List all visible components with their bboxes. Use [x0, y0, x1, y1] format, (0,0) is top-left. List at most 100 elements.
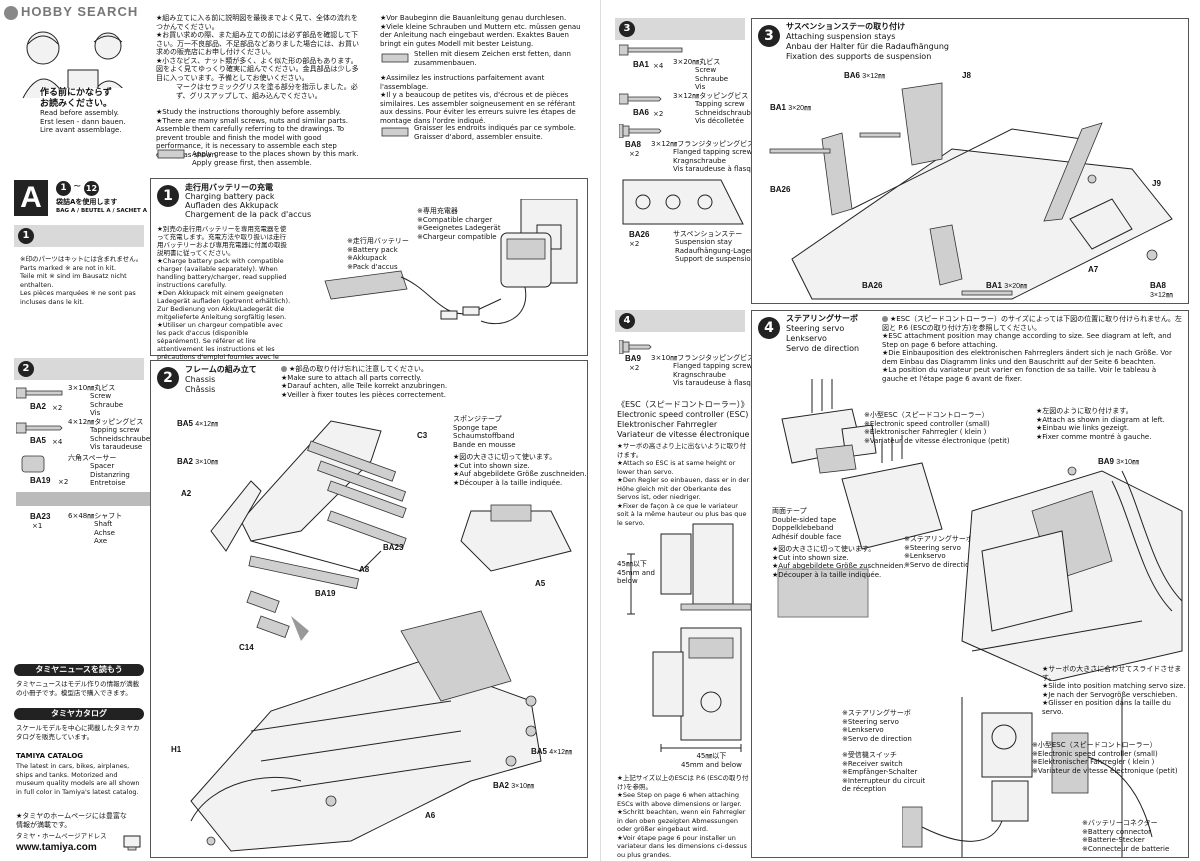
a2-label: A2	[181, 489, 192, 498]
grease-mark-fr-icon	[381, 127, 409, 137]
ba6-code: BA6	[633, 108, 650, 117]
grease-fr: Graisser les endroits indiqués par ce sy…	[414, 124, 576, 141]
shaft-ba23-icon	[16, 492, 156, 506]
catalog-en: The latest in cars, bikes, airplanes, sh…	[16, 762, 140, 796]
bag-a-header: A 1 ~ 12 袋詰Aを使用します BAG A / BEUTEL A / SA…	[14, 180, 147, 216]
esc-tape-illustration	[777, 379, 943, 618]
computer-icon	[123, 835, 141, 851]
a8-label: A8	[359, 565, 370, 574]
catalog-header: タミヤカタログ	[14, 708, 144, 720]
slide-note: ★サーボの大きさに合わせてスライドさせます。 ★Slide into posit…	[1042, 665, 1186, 716]
grease-mark-de-icon	[381, 53, 409, 63]
ba2-size: 3×10㎜丸ビス	[68, 384, 116, 392]
esc-text: ★サーボの高さより上に出ないように取り付けます。 ★Attach so ESC …	[617, 442, 750, 527]
step3-num: 3	[758, 25, 780, 47]
news-header: タミヤニュースを読もう	[14, 664, 144, 676]
homepage-label: タミヤ・ホームページアドレス	[16, 832, 107, 840]
attach-left-note: ★左図のように取り付けます。 ★Attach as shown in diagr…	[1036, 407, 1165, 441]
intro-jp-notes: ★組み立てに入る前に説明図を最後までよく見て、全体の流れをつかんでください。 ★…	[156, 14, 359, 82]
ba1-step3-lower-label: BA1 3×20㎜	[986, 281, 1028, 290]
esc-title-jp: 《ESC（スピードコントローラー）》	[617, 400, 749, 409]
ba9-size: 3×10㎜フランジタッピングビス	[651, 354, 755, 362]
receiver-esc-illustration	[902, 697, 1153, 857]
h1-label: H1	[171, 745, 182, 754]
step1-parts-num: 1	[18, 228, 34, 244]
step3-parts-header	[615, 18, 745, 40]
homepage-url[interactable]: www.tamiya.com	[16, 842, 97, 853]
step3-title-fr: Fixation des supports de suspension	[786, 52, 932, 61]
step2-parts-header	[14, 358, 144, 380]
step1-title-jp: 走行用バッテリーの充電	[185, 183, 273, 192]
suspension-stay-ba26-icon	[622, 179, 744, 225]
caution-dot-step4-icon	[882, 316, 888, 322]
esc-size-note: ★上記サイズ以上のESCは P.6 (ESCの取り付け)を参照。 ★See St…	[617, 774, 749, 859]
ba26-code: BA26	[629, 230, 650, 239]
ba5-names: Tapping screw Schneidschraube Vis taraud…	[90, 426, 151, 451]
j8-label: J8	[962, 71, 971, 80]
ba2-qty: ×2	[52, 404, 63, 412]
ba6-step3-label: BA6 3×12㎜	[844, 71, 886, 80]
a7-label: A7	[1088, 265, 1099, 274]
sponge-label: スポンジテープ Sponge tape Schaumstoffband Band…	[453, 415, 516, 449]
ba23-size: 6×48㎜シャフト	[68, 512, 123, 520]
step1-title-fr: Chargement de la pack d'accus	[185, 210, 312, 219]
ba2-upper-label: BA2 3×10㎜	[177, 457, 219, 466]
ba19-qty: ×2	[58, 478, 69, 486]
ba5-code: BA5	[30, 436, 47, 445]
ba8-names: Flanged tapping screw Kragnschraube Vis …	[673, 148, 760, 173]
step3-title-en: Attaching suspension stays	[786, 32, 896, 41]
ba2-code: BA2	[30, 402, 47, 411]
news-text: タミヤニュースはモデル作りの情報が満載の小冊子です。模型店で購入できます。	[16, 680, 140, 697]
a6-label: A6	[425, 811, 436, 820]
small-esc-label: ※小型ESC（スピードコントローラー） ※Electronic speed co…	[864, 411, 1010, 445]
bag-to-step: 12	[84, 181, 99, 196]
chassis-assembly-illustration	[190, 420, 572, 852]
step4-num: 4	[758, 317, 780, 339]
grease-de: Stellen mit diesem Zeichen erst fetten, …	[414, 50, 571, 67]
ba26-qty: ×2	[629, 240, 640, 248]
step1-parts-header	[14, 225, 144, 247]
ba6-size: 3×12㎜タッピングビス	[673, 92, 749, 100]
ba1-qty: ×4	[653, 62, 664, 70]
step2-title-en: Chassis	[185, 375, 216, 384]
grease-en: Apply grease to the places shown by this…	[192, 150, 359, 167]
ba9-qty: ×2	[629, 364, 640, 372]
j9-label: J9	[1152, 179, 1161, 188]
ba2-names: Screw Schraube Vis	[90, 392, 124, 417]
step1-title-en: Charging battery pack	[185, 192, 275, 201]
screw-ba1-icon	[619, 44, 683, 56]
tape-label: 両面テープ Double-sided tape Doppelklebeband …	[772, 507, 842, 541]
bag-jp: 袋詰Aを使用します	[56, 198, 118, 206]
esc-title-en: Electronic speed controller (ESC)	[617, 410, 749, 419]
ba19-names: Spacer Distanzring Entretoise	[90, 462, 130, 487]
spacer-ba19-icon	[21, 455, 45, 473]
step2-caution: ★部品の取り付け忘れに注意してください。 ★Make sure to attac…	[281, 365, 448, 399]
servo2-label: ※ステアリングサーボ ※Steering servo ※Lenkservo ※S…	[842, 709, 912, 743]
step4-title-jp: ステアリングサーボ	[786, 314, 858, 323]
caution-dot-icon	[281, 366, 287, 372]
watermark: HOBBY SEARCH	[4, 4, 138, 20]
battery-label: ※走行用バッテリー ※Battery pack ※Akkupack ※Pack …	[347, 237, 409, 271]
receiver-switch-label: ※受信機スイッチ ※Receiver switch ※Empfänger-Sch…	[842, 751, 926, 793]
ba1-step3-upper-label: BA1 3×20㎜	[770, 103, 812, 112]
step1-panel: 1 走行用バッテリーの充電 Charging battery pack Aufl…	[150, 178, 588, 369]
ba26-step3-left-label: BA26	[770, 185, 791, 194]
servo-mount-illustration	[961, 466, 1183, 681]
esc-servo-top-illustration	[652, 627, 742, 752]
charger-battery-illustration	[324, 199, 578, 325]
ba8-size: 3×12㎜フランジタッピングビス	[651, 140, 755, 148]
ba6-qty: ×2	[653, 110, 664, 118]
bag-multi: BAG A / BEUTEL A / SACHET A	[56, 208, 147, 214]
step2-title-de: Châssis	[185, 385, 216, 394]
ba5-lower-label: BA5 4×12㎜	[531, 747, 573, 756]
c14-label: C14	[239, 643, 254, 652]
ba23-label: BA23	[383, 543, 404, 552]
tapping-screw-ba6-icon	[619, 93, 662, 105]
esc-title-fr: Variateur de vitesse électronique	[617, 430, 750, 439]
ba2-lower-label: BA2 3×10㎜	[493, 781, 535, 790]
ba8-code: BA8	[625, 140, 642, 149]
servo-label: ※ステアリングサーボ ※Steering servo ※Lenkservo ※S…	[904, 535, 974, 569]
step1-text: ★別売の走行用バッテリーを専用充電器を使って充電します。充電方法や取り扱いは走行…	[157, 225, 291, 369]
esc-title-de: Elektronischer Fahrregler	[617, 420, 718, 429]
battery-connector-label: ※バッテリーコネクター ※Battery connector ※Batterie…	[1082, 819, 1170, 853]
